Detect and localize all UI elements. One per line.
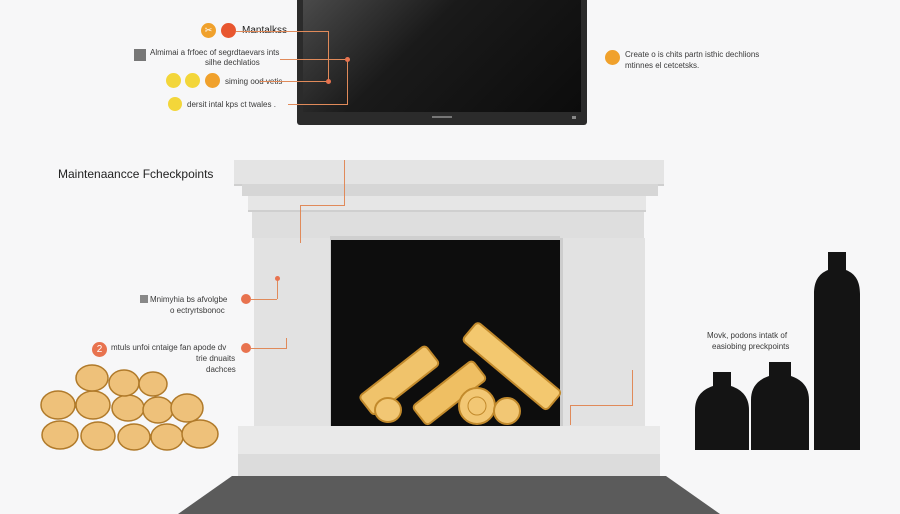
legend-row-1: Almimai a frfoec of segrdtaevars ints (150, 48, 280, 57)
connector (328, 31, 329, 81)
woodpile-log (41, 420, 79, 450)
connector (286, 338, 287, 349)
mantel-frieze (252, 212, 644, 238)
connector (632, 370, 633, 406)
note-right-top-line-1: Create o is chits partn isthic dechlions (625, 50, 760, 59)
legend-title: Mantalkss (242, 25, 287, 36)
connector (280, 59, 348, 60)
note-square-icon (140, 295, 148, 303)
note-right-mid-line-1: Movk, podons intatk of (707, 331, 788, 340)
woodpile-log (138, 371, 168, 397)
log-end (374, 397, 402, 423)
note-left-mid-line-2: o ectryrtsbonoc (170, 306, 225, 315)
connector (251, 299, 277, 300)
log-end (493, 397, 521, 425)
connector (300, 205, 345, 206)
woodpile-log (40, 390, 76, 420)
bottle-medium (751, 362, 809, 450)
log (412, 360, 487, 426)
legend-bulb-icon (168, 97, 182, 111)
note-left-low-line-3: dachces (206, 365, 236, 374)
log (462, 322, 562, 411)
mantel-band (248, 196, 646, 212)
log (359, 345, 440, 416)
connector-dot (241, 294, 251, 304)
legend-yellow-dot-2 (185, 73, 200, 88)
connector-dot (345, 57, 350, 62)
connector (288, 104, 348, 105)
bottle-small (695, 372, 749, 450)
note-orange-dot (605, 50, 620, 65)
connector (260, 81, 329, 82)
legend-row-4: dersit intal kps ct twales . (187, 100, 276, 109)
note-right-mid-line-2: easiobing preckpoints (712, 342, 790, 351)
note-right-top-line-2: mtinnes el cetcetsks. (625, 61, 700, 70)
legend-row-2: silhe dechlatios (205, 58, 260, 67)
hearth-base (238, 454, 660, 476)
legend-square-icon (134, 49, 146, 61)
connector-dot (326, 79, 331, 84)
maintenance-heading: Maintenaancce Fcheckpoints (58, 167, 214, 181)
connector (251, 348, 286, 349)
mantel-top (234, 160, 664, 184)
connector (347, 59, 348, 104)
connector-dot (241, 343, 251, 353)
connector-dot (275, 276, 280, 281)
legend-orange-dot (205, 73, 220, 88)
woodpile-log (117, 423, 151, 451)
legend-row-3: siming ood vetis (225, 77, 283, 86)
connector (570, 405, 633, 406)
hearth (238, 426, 660, 454)
connector (236, 31, 329, 32)
tv-logo (432, 116, 452, 118)
tv-power-led (572, 116, 576, 119)
tv-screen (303, 0, 581, 112)
number-badge: 2 (92, 342, 107, 357)
woodpile-log (75, 364, 109, 392)
left-pillar (254, 238, 333, 428)
note-left-low-line-2: trie dnuaits (196, 354, 236, 363)
legend-red-dot (221, 23, 236, 38)
bottle-tall (814, 252, 860, 450)
note-left-low-line-1: mtuls unfoi cntaige fan apode dv (111, 343, 227, 352)
woodpile-log (181, 419, 219, 449)
legend-yellow-dot-1 (166, 73, 181, 88)
connector (277, 278, 278, 299)
connector (300, 205, 301, 243)
connector (570, 405, 571, 425)
mantel-lip (242, 184, 658, 196)
firebox-top-trim (330, 236, 560, 240)
connector (344, 160, 345, 206)
scissors-icon: ✂ (201, 23, 216, 38)
woodpile-log (170, 393, 204, 423)
note-left-mid-line-1: Mnimyhia bs afvolgbe (150, 295, 228, 304)
woodpile-log (80, 421, 116, 451)
right-pillar (560, 238, 645, 428)
